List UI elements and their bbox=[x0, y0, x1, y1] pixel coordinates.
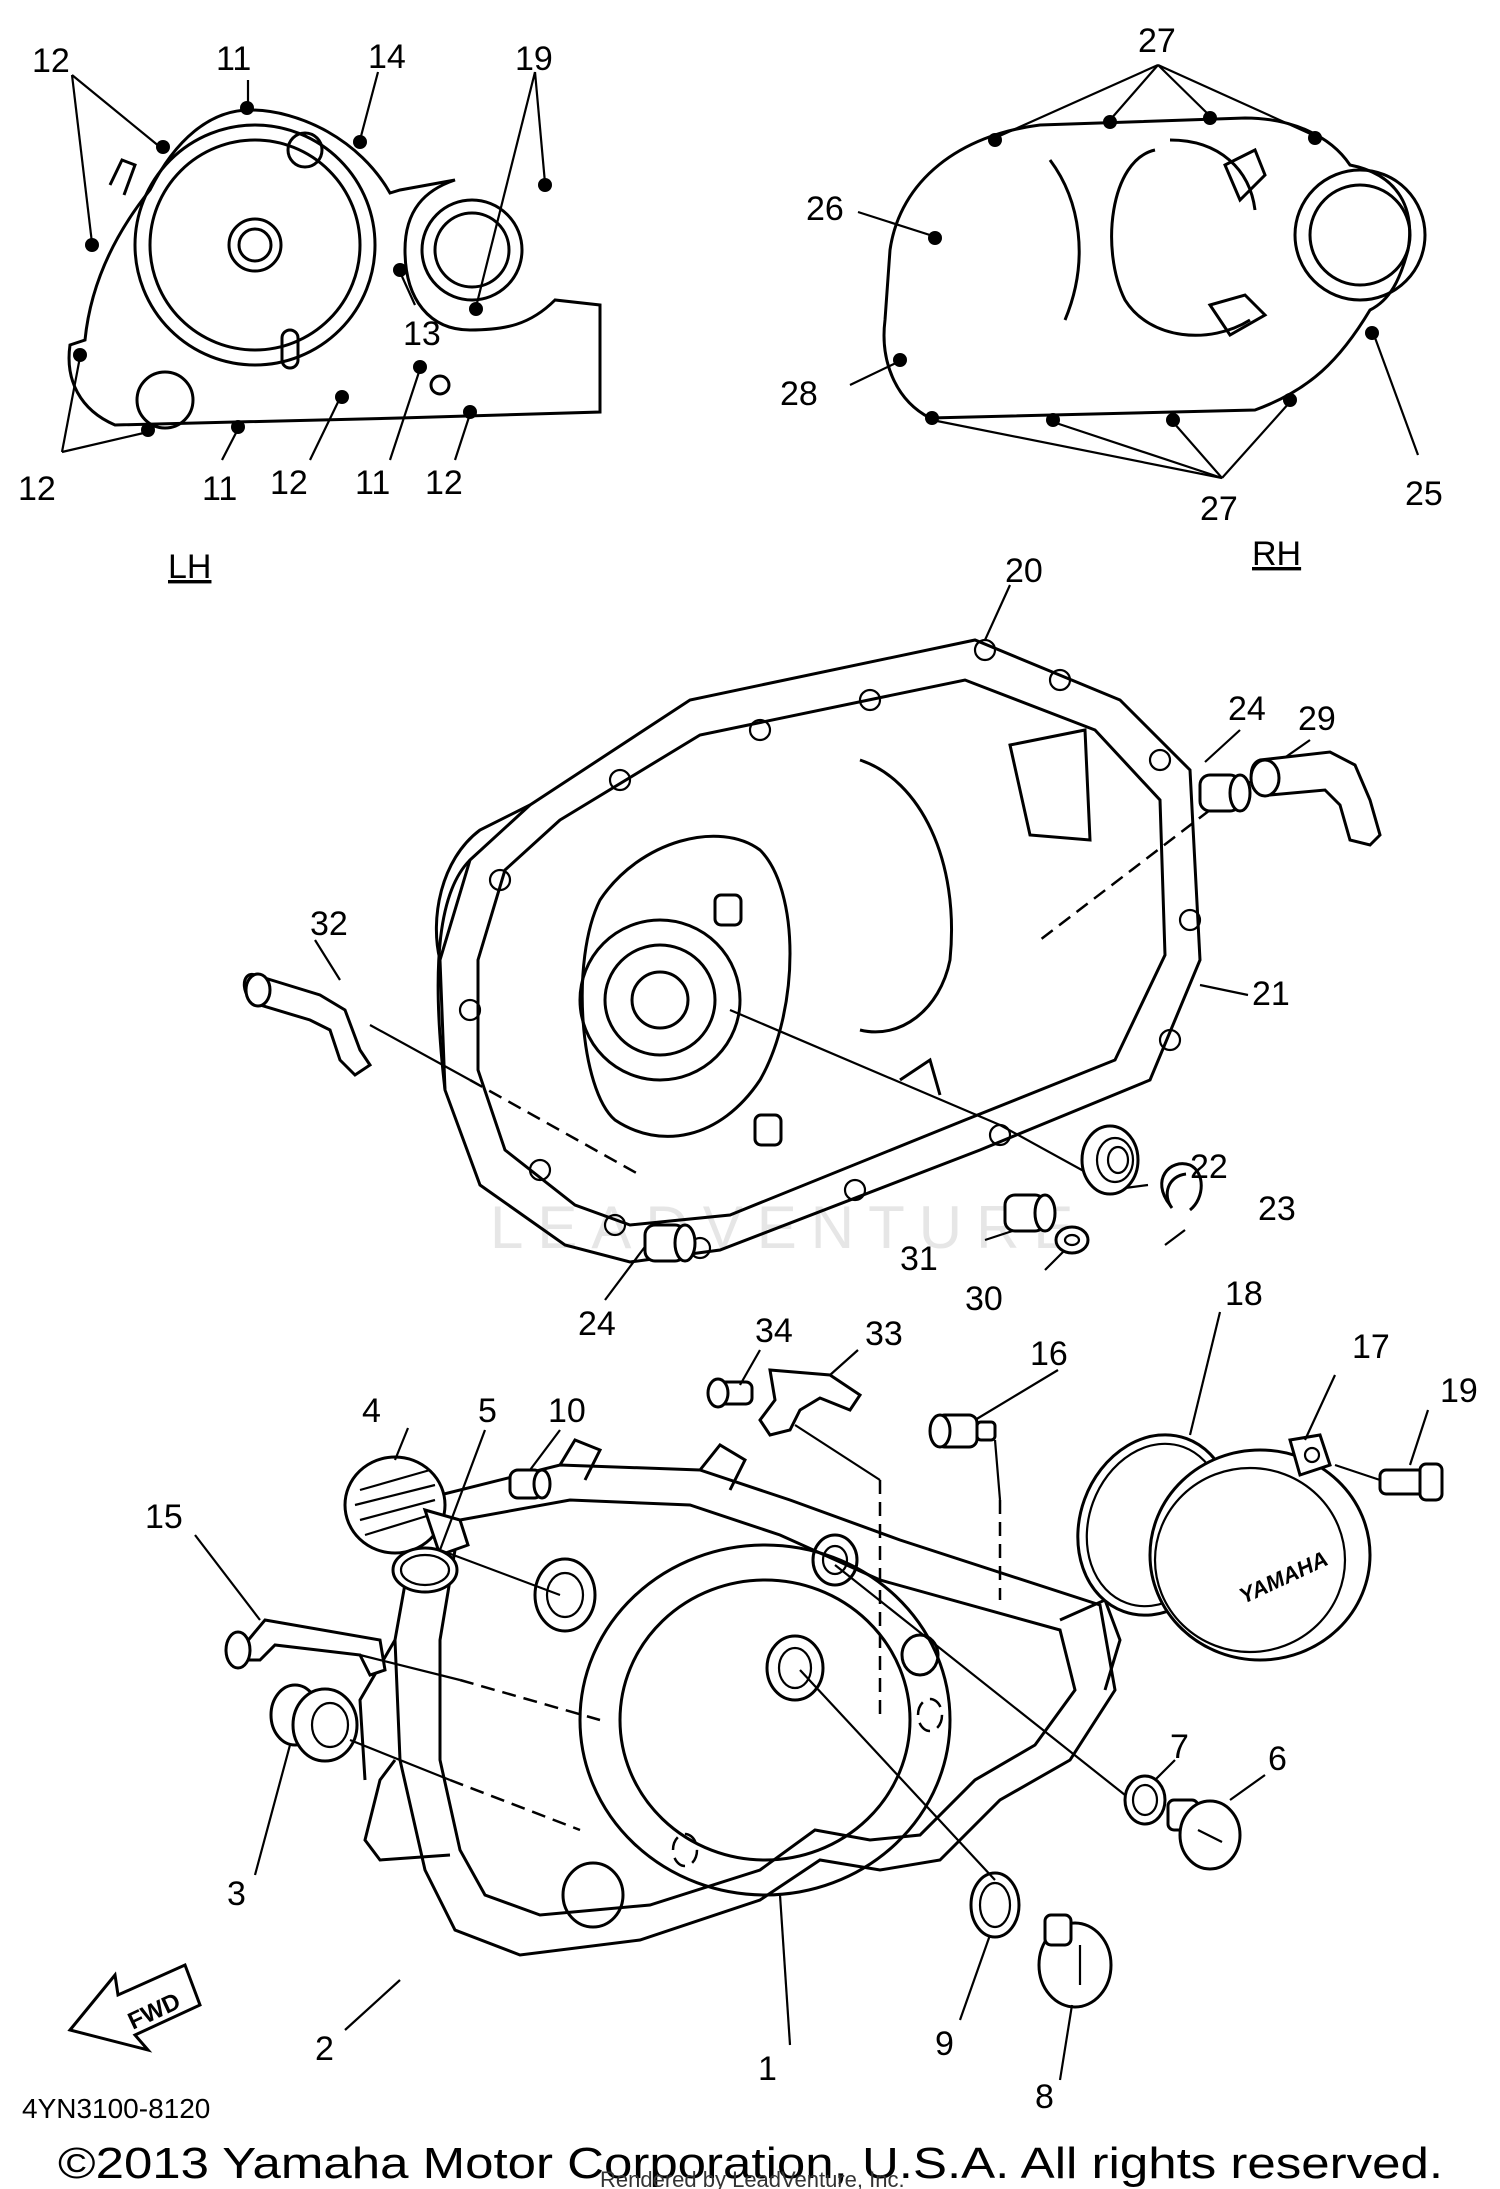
callout-31: 31 bbox=[900, 1240, 938, 1278]
callout-26: 26 bbox=[806, 190, 844, 228]
callout-29: 29 bbox=[1298, 700, 1336, 738]
rh-leaders bbox=[849, 63, 1420, 480]
lh-gasket bbox=[67, 108, 602, 430]
lh-gasket-dowel-points bbox=[73, 101, 552, 437]
gasket-bolt-holes bbox=[458, 638, 1202, 1260]
bracket-29 bbox=[1249, 750, 1382, 847]
callout-23: 23 bbox=[1258, 1190, 1296, 1228]
callout-28: 28 bbox=[780, 375, 818, 413]
lh-leaders bbox=[60, 71, 547, 461]
callout-12: 12 bbox=[32, 42, 70, 80]
dowel-pin-24-right bbox=[1198, 773, 1252, 813]
oil-seal-3 bbox=[269, 1683, 359, 1763]
callout-17: 17 bbox=[1352, 1328, 1390, 1366]
callout-27: 27 bbox=[1138, 22, 1176, 60]
callout-25: 25 bbox=[1405, 475, 1443, 513]
fwd-arrow-icon: FWD bbox=[67, 1962, 202, 2053]
callout-13: 13 bbox=[403, 315, 441, 353]
callout-21: 21 bbox=[1252, 975, 1290, 1013]
callout-2: 2 bbox=[315, 2030, 334, 2068]
section-label-lh: LH bbox=[168, 548, 211, 586]
callout-24: 24 bbox=[1228, 690, 1266, 728]
rh-gasket bbox=[882, 116, 1427, 420]
callout-34: 34 bbox=[755, 1312, 793, 1350]
callout-12: 12 bbox=[18, 470, 56, 508]
bracket-32 bbox=[242, 972, 373, 1077]
callout-12: 12 bbox=[270, 464, 308, 502]
screw-19 bbox=[1378, 1462, 1444, 1502]
callout-32: 32 bbox=[310, 905, 348, 943]
diagram-code: 4YN3100-8120 bbox=[22, 2093, 210, 2124]
crankcase-cover-17: YAMAHA bbox=[1148, 1433, 1372, 1662]
oil-seal-22 bbox=[1080, 1124, 1140, 1196]
callout-5: 5 bbox=[478, 1392, 497, 1430]
callout-6: 6 bbox=[1268, 1740, 1287, 1778]
crankcase-cover-1 bbox=[358, 1438, 1122, 1957]
callout-8: 8 bbox=[1035, 2078, 1054, 2116]
callout-7: 7 bbox=[1170, 1728, 1189, 1766]
callout-3: 3 bbox=[227, 1875, 246, 1913]
collar-31 bbox=[1003, 1193, 1057, 1233]
oil-filler-cap-4 bbox=[343, 1455, 470, 1557]
callout-11: 11 bbox=[202, 470, 237, 508]
o-ring-7 bbox=[1123, 1774, 1167, 1826]
callout-20: 20 bbox=[1005, 552, 1043, 590]
callout-30: 30 bbox=[965, 1280, 1003, 1318]
callout-24: 24 bbox=[578, 1305, 616, 1343]
screw-34 bbox=[706, 1377, 754, 1409]
callout-9: 9 bbox=[935, 2025, 954, 2063]
callout-12: 12 bbox=[425, 464, 463, 502]
callout-16: 16 bbox=[1030, 1335, 1068, 1373]
washer-30 bbox=[1054, 1225, 1090, 1255]
o-ring-5 bbox=[391, 1546, 459, 1594]
clamp-33 bbox=[758, 1368, 863, 1437]
callout-11: 11 bbox=[216, 40, 251, 78]
plug-8 bbox=[1037, 1913, 1113, 2009]
callout-27: 27 bbox=[1200, 490, 1238, 528]
pin-16 bbox=[928, 1413, 997, 1449]
middle-leaders bbox=[314, 584, 1311, 1301]
plug-6 bbox=[1166, 1798, 1242, 1871]
callout-18: 18 bbox=[1225, 1275, 1263, 1313]
callout-15: 15 bbox=[145, 1498, 183, 1536]
copyright-notice: ©2013 Yamaha Motor Corporation, U.S.A. A… bbox=[58, 2139, 1443, 2188]
watermark: LEADVENTURE bbox=[490, 1194, 1087, 1261]
callout-14: 14 bbox=[368, 38, 406, 76]
bracket-15 bbox=[224, 1618, 387, 1677]
rendered-by: Rendered by LeadVenture, Inc. bbox=[600, 2167, 905, 2189]
lower-leaders bbox=[194, 1311, 1430, 2081]
section-label-rh: RH bbox=[1252, 535, 1301, 573]
callout-11: 11 bbox=[355, 464, 390, 502]
callout-19: 19 bbox=[1440, 1372, 1478, 1410]
circlip-23 bbox=[1160, 1162, 1203, 1212]
dowel-pin-24-left bbox=[643, 1223, 697, 1263]
callout-4: 4 bbox=[362, 1392, 381, 1430]
callout-22: 22 bbox=[1190, 1148, 1228, 1186]
callout-1: 1 bbox=[758, 2050, 777, 2088]
collar-10 bbox=[508, 1468, 552, 1500]
callout-33: 33 bbox=[865, 1315, 903, 1353]
o-ring-9 bbox=[969, 1871, 1021, 1939]
callout-10: 10 bbox=[548, 1392, 586, 1430]
callout-19: 19 bbox=[515, 40, 553, 78]
